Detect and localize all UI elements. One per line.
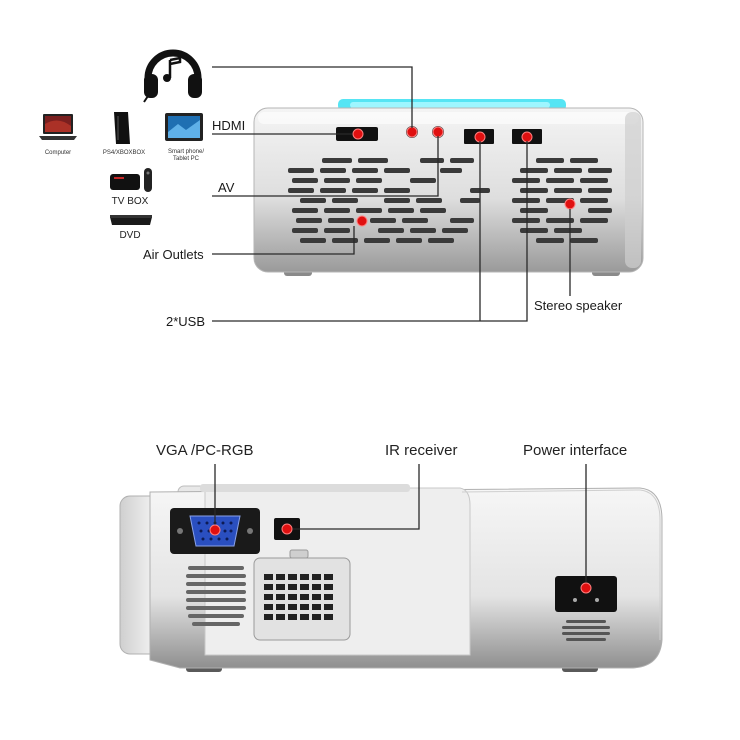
label-air-outlets: Air Outlets [143,247,204,262]
dvd-icon [106,211,156,227]
projector-side-view [119,484,663,672]
label-stereo-speaker: Stereo speaker [534,298,623,313]
label-hdmi: HDMI [212,118,246,133]
device-label-phone-line1: Smart phone/ [167,149,205,155]
power-marker [580,582,592,594]
av-marker-2 [432,126,444,138]
tv-box-icon [104,166,158,194]
label-av: AV [218,180,235,195]
tablet-icon [164,112,204,144]
air-outlet-marker [356,215,368,227]
label-usb: 2*USB [166,314,206,329]
device-label-computer: Computer [44,150,72,156]
usb-marker-1 [474,131,486,143]
usb-marker-2 [521,131,533,143]
label-vga: VGA /PC-RGB [156,442,254,459]
speaker-marker [564,198,576,210]
label-power-interface: Power interface [523,442,628,459]
device-label-phone-line2: Tablet PC [172,156,199,162]
label-ir-receiver: IR receiver [385,442,458,459]
game-console-icon [110,110,134,146]
projector-rear-view [253,99,644,276]
device-label-ps4: PS4/XBOXBOX [102,150,146,156]
device-label-tvbox: TV BOX [111,196,149,207]
device-label-dvd: DVD [119,230,141,241]
leader-lines-bottom [214,464,587,582]
leader-lines-top [212,66,571,322]
hdmi-marker [352,128,364,140]
av-marker-1 [406,126,418,138]
device-label-phone: Smart phone/ Tablet PC [158,149,214,163]
vga-marker [209,524,221,536]
laptop-icon [38,112,78,142]
ir-marker [281,523,293,535]
headphone-icon [140,38,206,104]
